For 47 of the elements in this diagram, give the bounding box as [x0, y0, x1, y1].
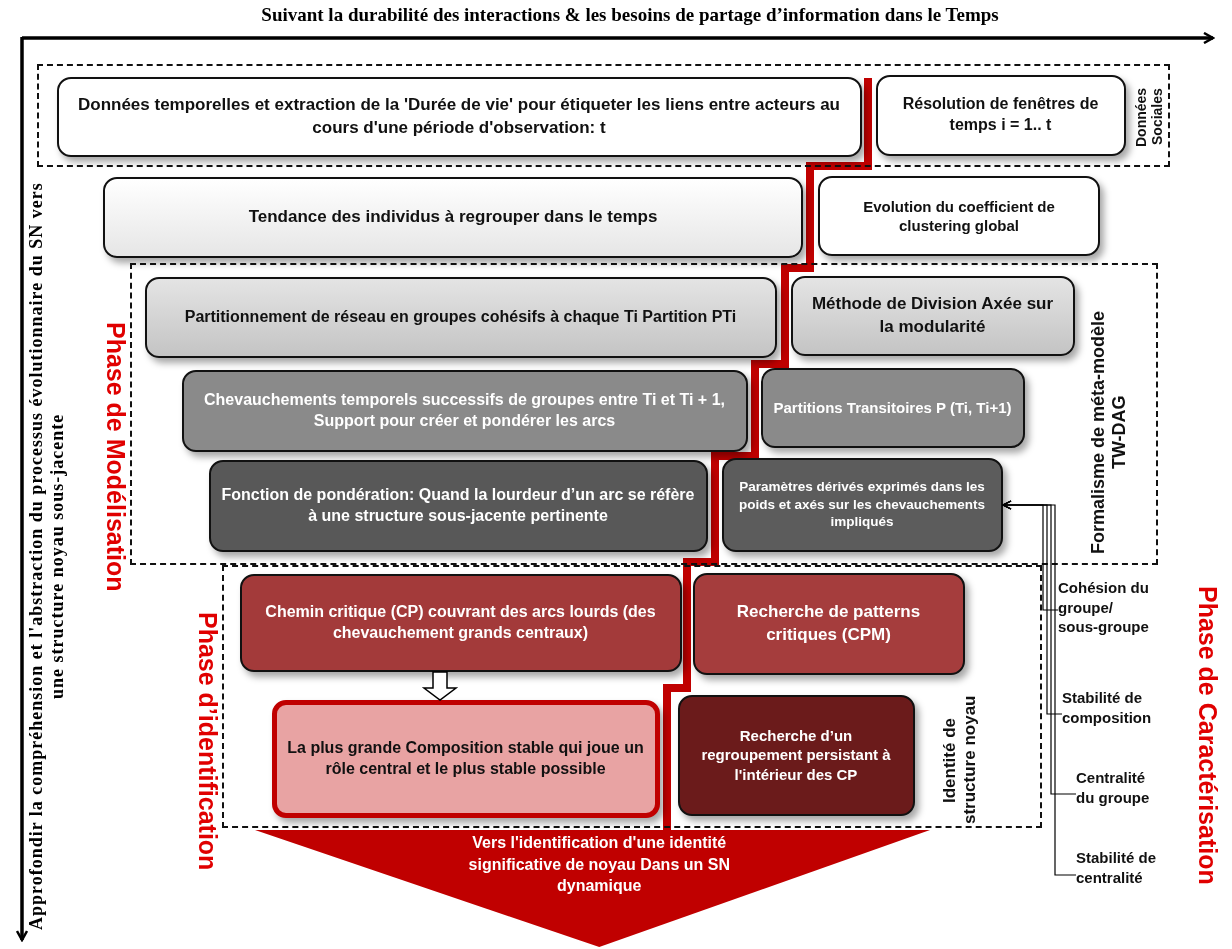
- process-box: [760, 367, 1025, 448]
- box-text: La plus grande Composition stable qui joue un rôle central et le plus stable possible: [286, 737, 645, 779]
- process-box: [790, 275, 1075, 356]
- box-text: Méthode de Division Axée sur la modularité: [810, 293, 1055, 338]
- dashed-group-frame: [37, 64, 1170, 167]
- box-text: Partitions Transitoires P (Ti, Ti+1): [773, 397, 1012, 418]
- phase-label: Phase d’identification: [193, 610, 222, 873]
- axis-label: Suivant la durabilité des interactions & les besoins de partage d’information dans le Temps: [260, 4, 1000, 27]
- box-text: Recherche de patterns critiques (CPM): [735, 601, 922, 646]
- leader-text: Centralité du groupe: [1076, 768, 1156, 820]
- box-text: Paramètres dérivés exprimés dans les poids et axés sur les chevauchements impliqués: [737, 478, 987, 531]
- box-text: Chevauchements temporels successifs de groupes entre Ti et Ti + 1, Support pour créer et pondérer les arcs: [203, 389, 726, 431]
- process-box: [208, 459, 708, 552]
- process-box: [271, 699, 660, 818]
- process-box: [144, 276, 777, 358]
- axis-label: Approfondir la compréhension et l'abstraction du processus évolutionnaire du SN vers une structure noyau sous-jacente: [26, 181, 68, 932]
- box-text: Résolution de fenêtres de temps i = 1.. t: [901, 94, 1100, 135]
- dashed-group-frame: [222, 565, 1042, 828]
- group-label: Données Sociales: [1133, 86, 1167, 149]
- process-box: [818, 176, 1100, 256]
- triangle-banner: [255, 830, 930, 947]
- group-label: Formalisme de méta-modèle TW-DAG: [1088, 309, 1130, 556]
- phase-label: Phase de Caractérisation: [1193, 584, 1222, 887]
- process-box: [181, 369, 748, 452]
- box-text: Evolution du coefficient de clustering global: [862, 196, 1056, 236]
- box-text: Chemin critique (CP) couvrant des arcs lourds (des chevauchement grands centraux): [264, 601, 657, 643]
- banner-text: Vers l'identification d'une identité significative de noyau Dans un SN dynamique: [467, 833, 731, 897]
- box-text: Données temporelles et extraction de la 'Durée de vie' pour étiqueter les liens entre acteurs au cours d'une période d'observation: t: [77, 94, 841, 139]
- process-box: [103, 177, 803, 258]
- phase-label: Phase de Modélisation: [101, 321, 130, 594]
- process-box: [692, 572, 965, 675]
- process-box: [239, 573, 682, 672]
- group-label: Identité de structure noyau: [940, 694, 980, 827]
- dashed-group-frame: [130, 263, 1158, 565]
- box-text: Tendance des individus à regrouper dans le temps: [248, 206, 658, 229]
- box-text: Partitionnement de réseau en groupes cohésifs à chaque Ti Partition PTi: [184, 306, 737, 327]
- leader-text: Stabilité de composition: [1062, 688, 1164, 740]
- process-box: [56, 76, 862, 157]
- box-text: Fonction de pondération: Quand la lourdeur d’un arc se réfère à une structure sous-jacente pertinente: [220, 484, 696, 526]
- process-box: [721, 457, 1003, 552]
- leader-text: Cohésion du groupe/ sous-groupe: [1058, 578, 1156, 642]
- leader-line: [1002, 500, 1077, 876]
- process-box: [875, 74, 1126, 156]
- leader-text: Stabilité de centralité: [1076, 848, 1160, 902]
- process-box: [677, 694, 915, 816]
- block-arrow: [421, 671, 459, 701]
- box-text: Recherche d’un regroupement persistant à l'intérieur des CP: [700, 725, 892, 785]
